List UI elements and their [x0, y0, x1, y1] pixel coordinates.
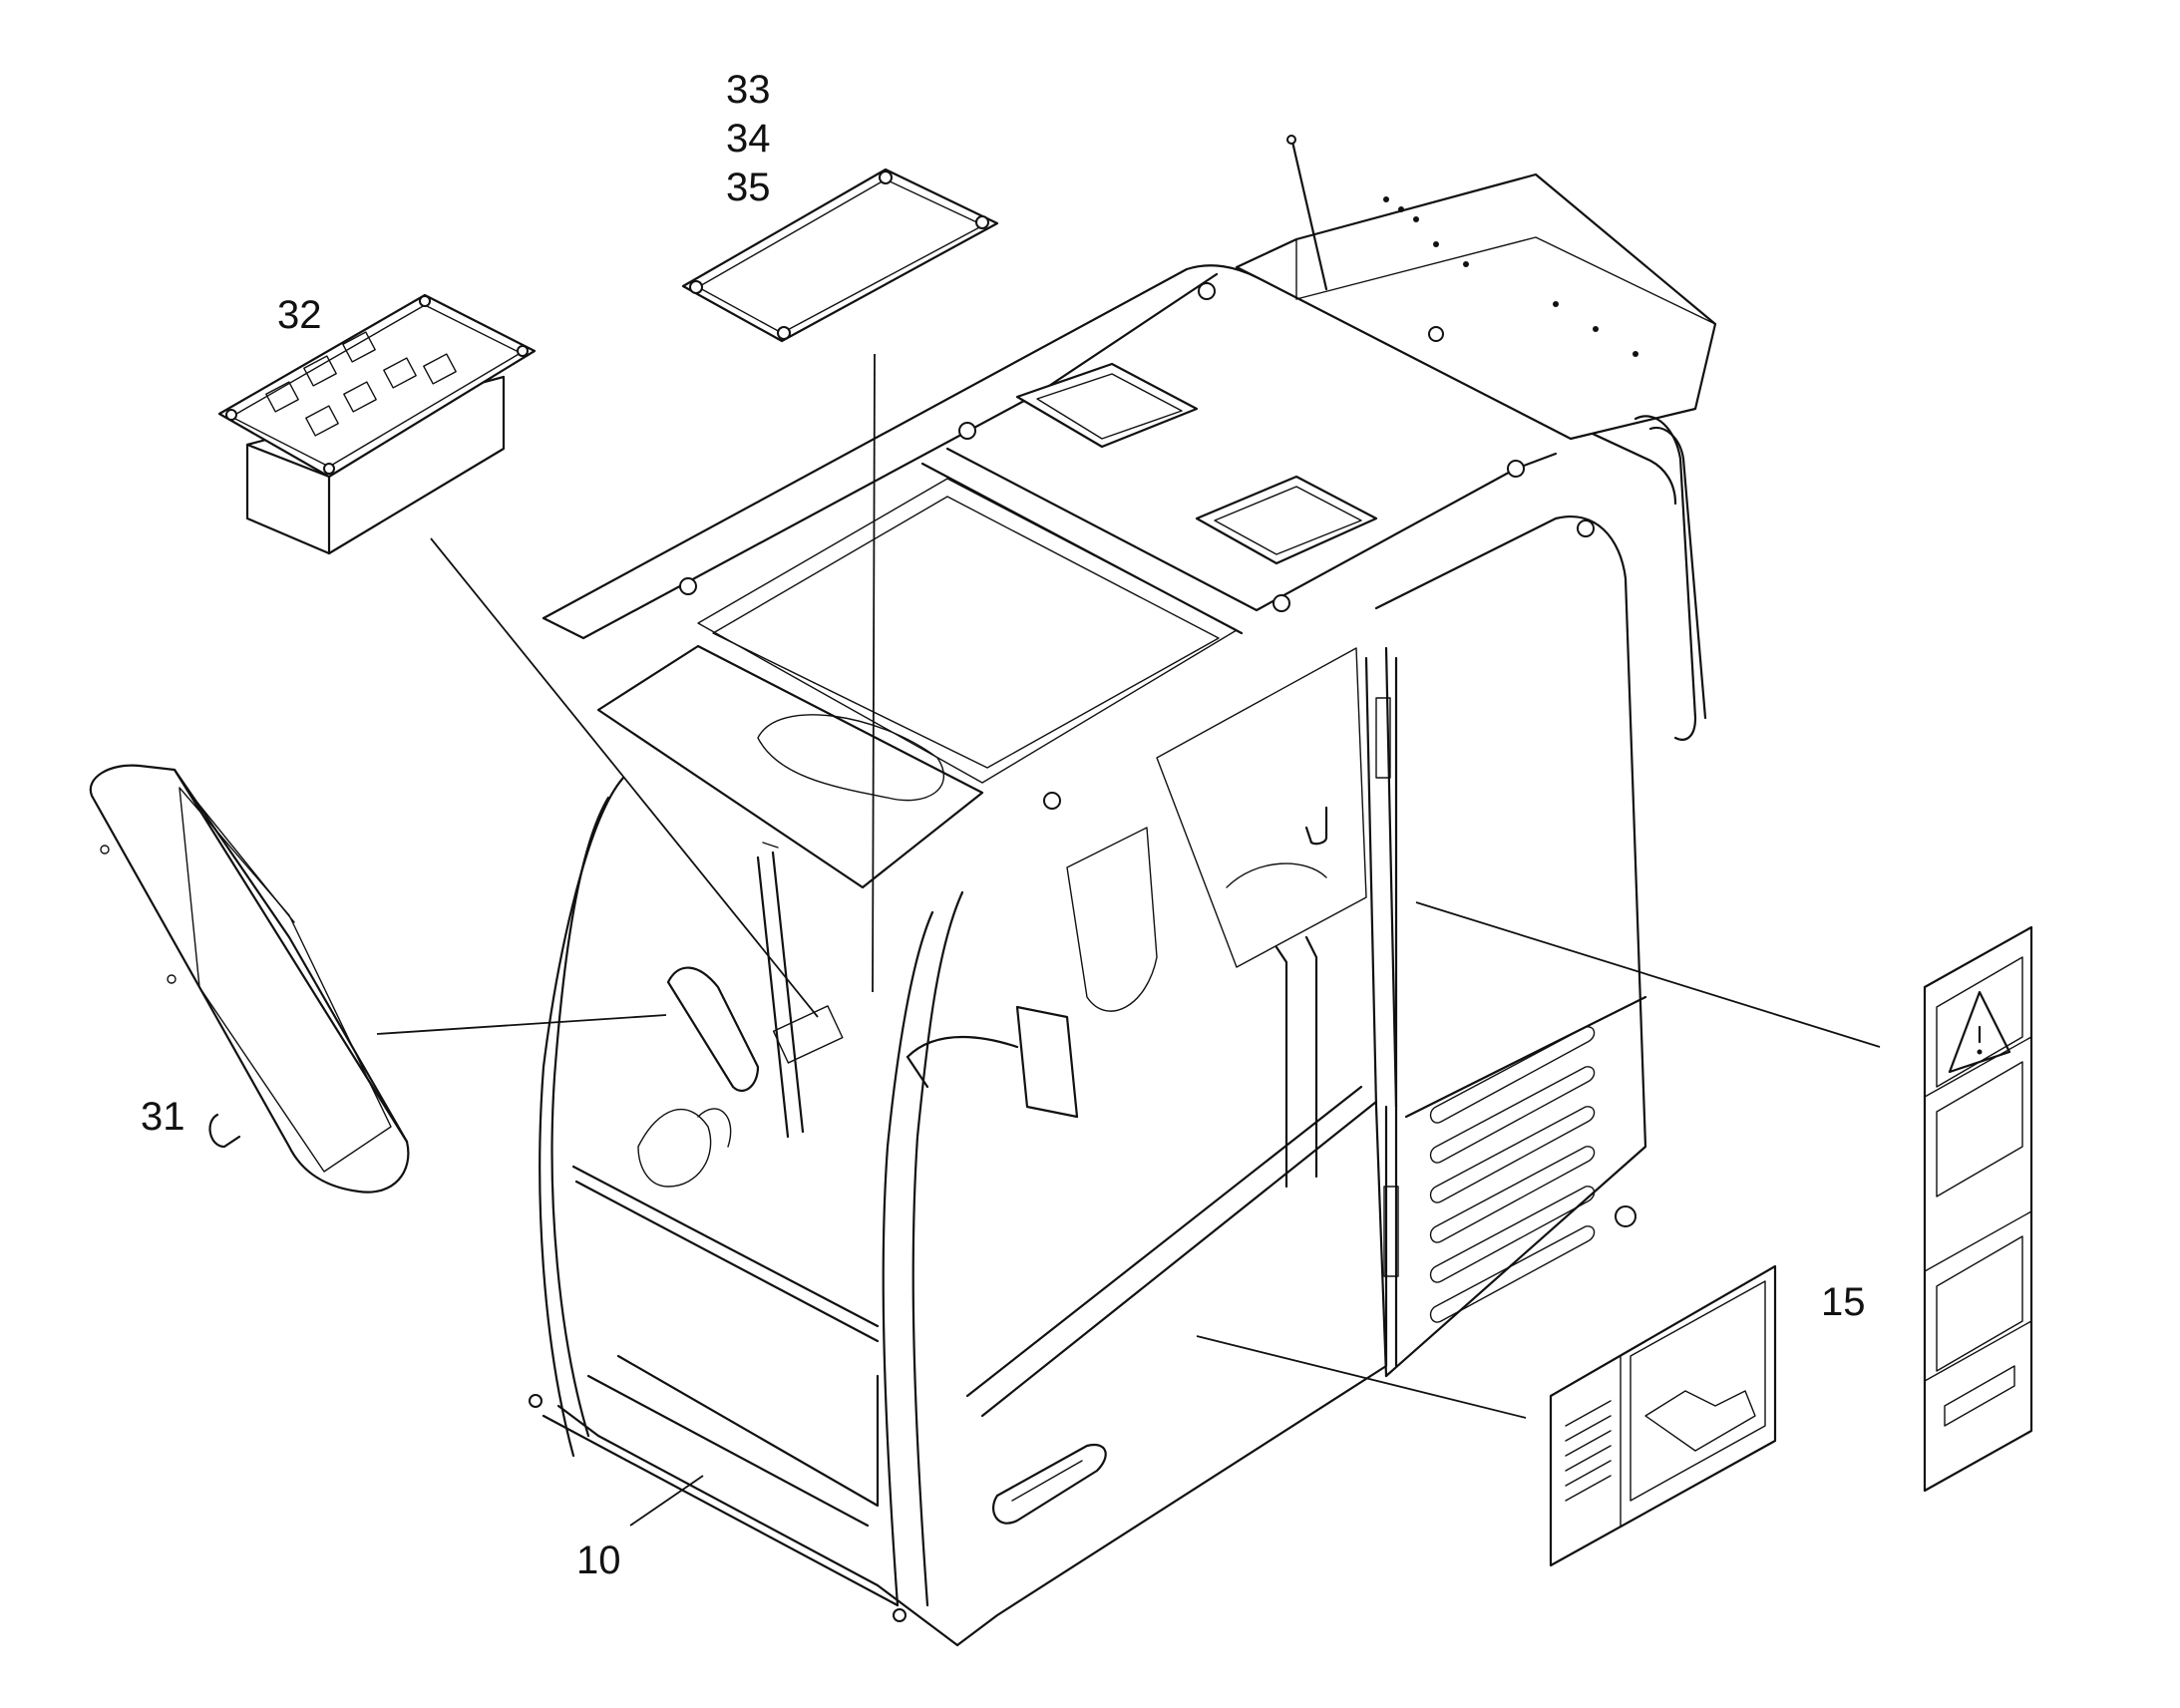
- callout-35: 35: [726, 166, 771, 209]
- leader-lines: [376, 353, 1881, 1527]
- monitor-part: [89, 764, 410, 1194]
- callout-34: 34: [726, 117, 771, 161]
- callout-15: 15: [1821, 1280, 1866, 1324]
- machine-decal-part: [1549, 1264, 1777, 1567]
- cab-body: [529, 135, 1717, 1647]
- callout-33: 33: [726, 68, 771, 112]
- cover-plate-part: [681, 168, 999, 343]
- switch-buttons: [265, 331, 457, 437]
- callout-31: 31: [141, 1095, 185, 1139]
- switch-panel-part: [217, 293, 537, 555]
- rear-louvers: [1429, 1026, 1596, 1323]
- callout-10: 10: [576, 1538, 621, 1582]
- callout-32: 32: [277, 293, 322, 337]
- warning-decal-part: [1923, 925, 2033, 1493]
